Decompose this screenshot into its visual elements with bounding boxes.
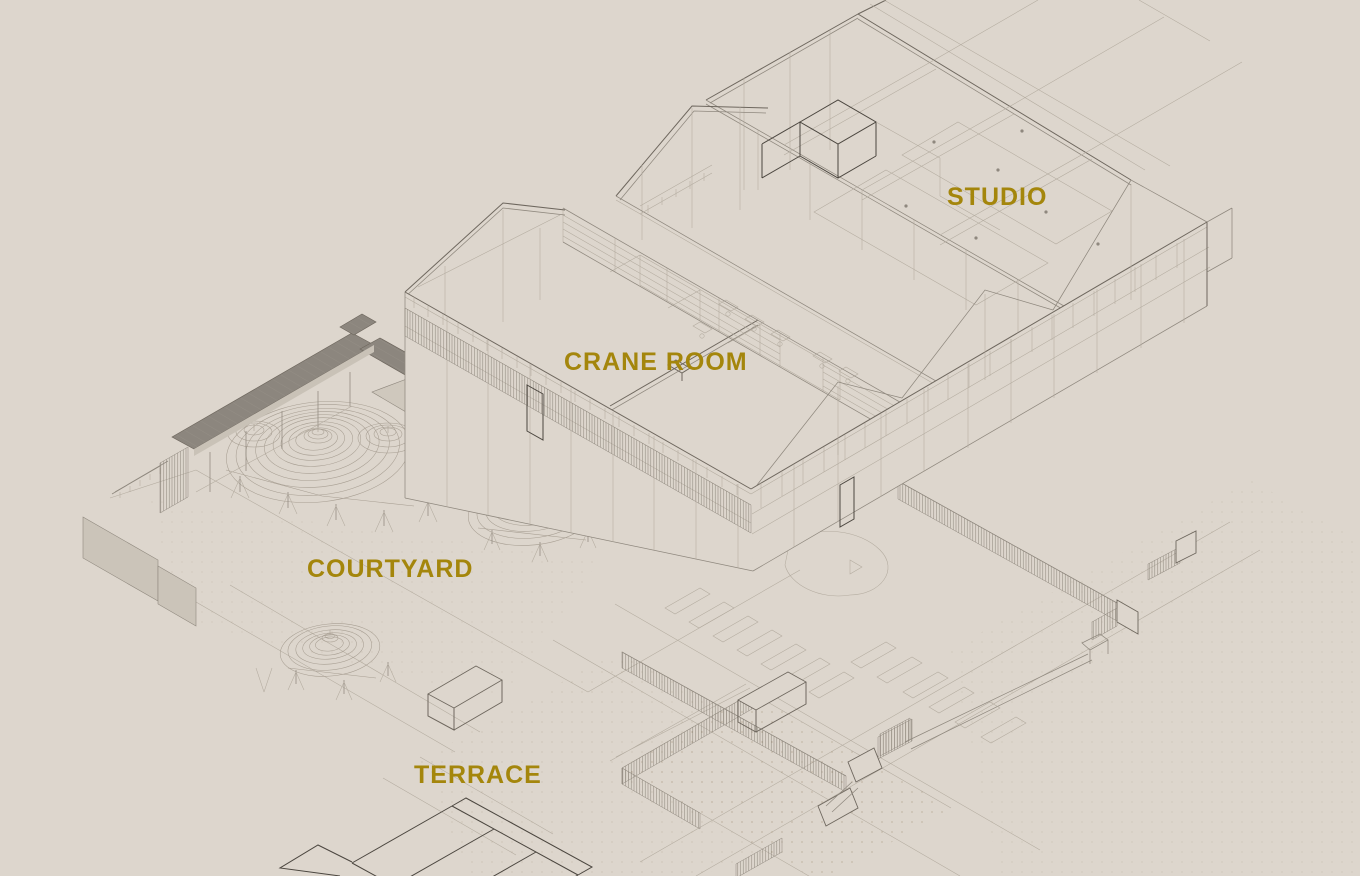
tent-large xyxy=(225,401,438,533)
area-labels: STUDIO CRANE ROOM COURTYARD TERRACE xyxy=(307,183,1047,789)
fence-right xyxy=(1147,530,1197,581)
fence-upper xyxy=(897,480,1139,641)
terrace-label[interactable]: TERRACE xyxy=(414,761,542,789)
studio-label[interactable]: STUDIO xyxy=(947,183,1047,211)
terrace-steps xyxy=(278,797,594,876)
building xyxy=(404,0,1243,572)
courtyard-label[interactable]: COURTYARD xyxy=(307,555,473,583)
middle-hall xyxy=(609,105,975,412)
shed-small-left xyxy=(427,665,503,731)
fence-lower-gate xyxy=(621,651,911,876)
shed-small-right xyxy=(737,671,807,733)
crane-room-label[interactable]: CRANE ROOM xyxy=(564,348,748,376)
tent-small xyxy=(255,623,397,701)
se-end-wall xyxy=(750,179,1233,572)
studio-hall xyxy=(705,0,1243,335)
crane-room-hall xyxy=(404,202,906,572)
parking-stalls xyxy=(664,587,1027,744)
